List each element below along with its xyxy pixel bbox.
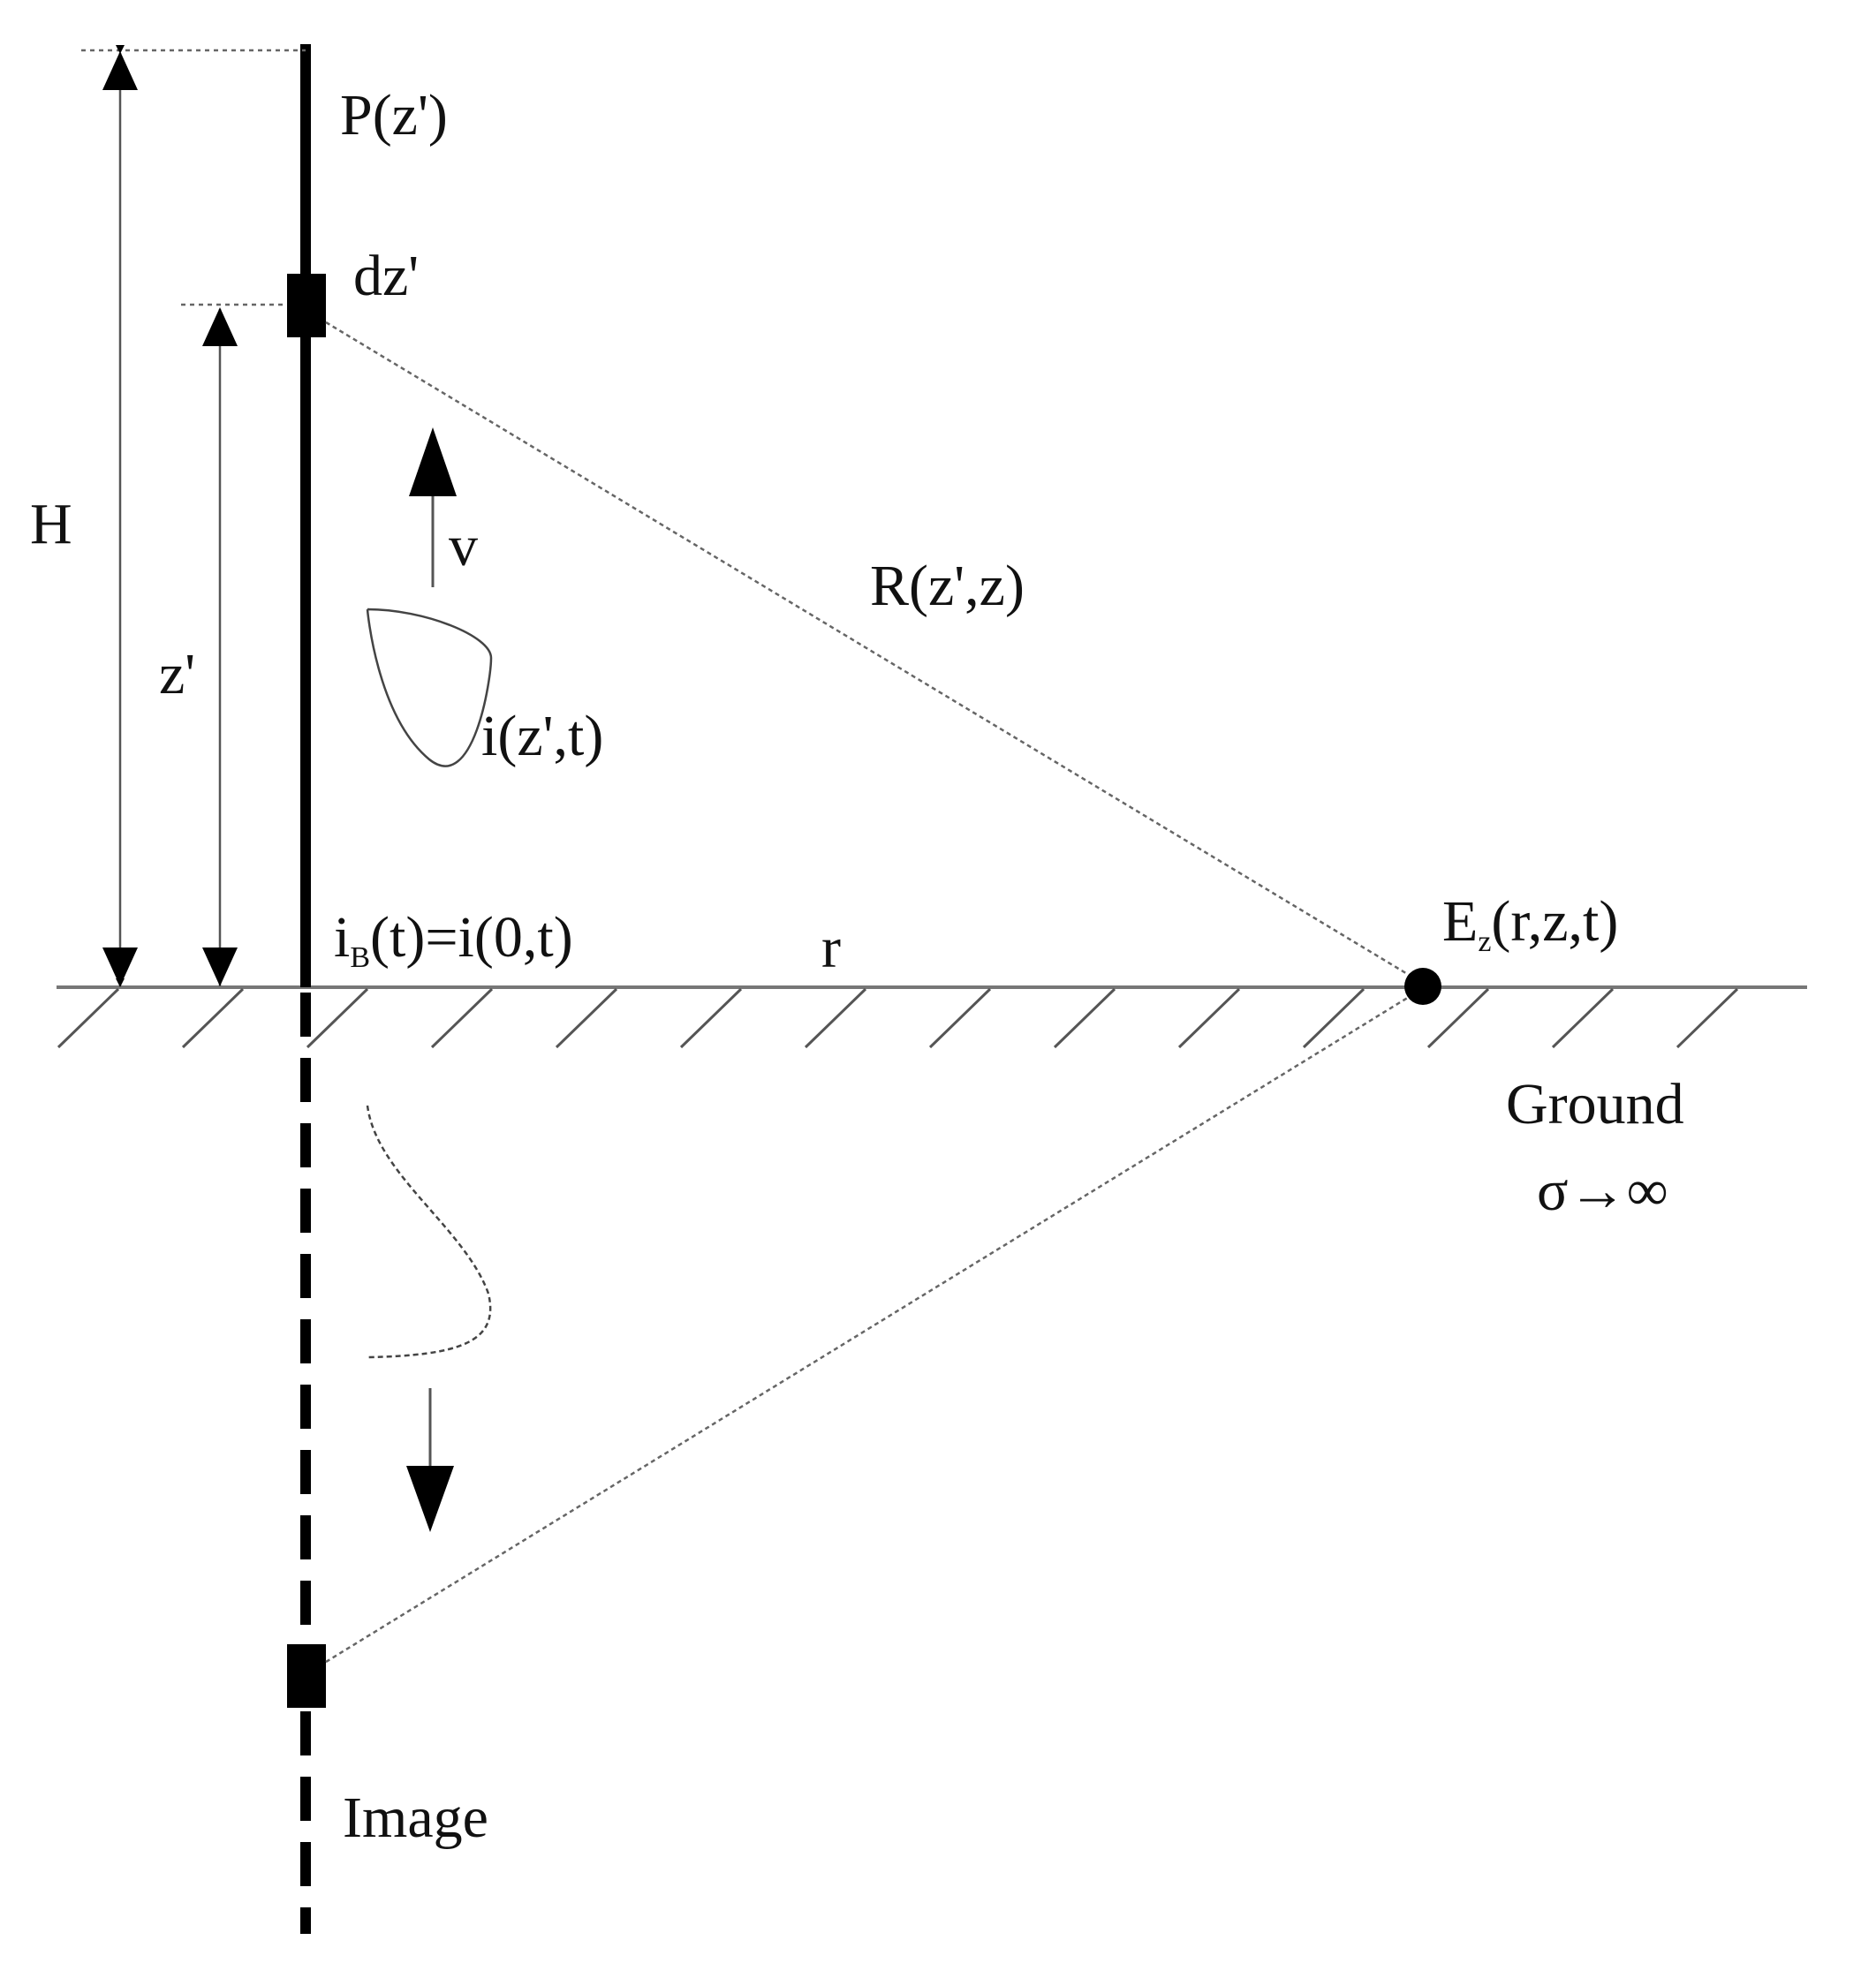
label-current: i(z',t) xyxy=(481,704,603,768)
element-height-arrow-head-top xyxy=(202,307,238,346)
label-image: Image xyxy=(343,1786,488,1850)
label-conductivity: σ→∞ xyxy=(1537,1159,1668,1223)
label-velocity: v xyxy=(449,514,478,578)
current-waveform xyxy=(366,608,493,767)
current-element-dz xyxy=(287,274,326,337)
label-channel-top: P(z') xyxy=(340,83,448,147)
height-arrow-head-top xyxy=(102,51,138,90)
field-point xyxy=(1404,968,1441,1005)
ground-hatching xyxy=(57,987,1739,1049)
label-element: dz' xyxy=(353,244,419,308)
image-current-waveform xyxy=(366,1105,492,1359)
label-element-height: z' xyxy=(159,642,195,706)
label-ground: Ground xyxy=(1506,1072,1684,1136)
label-radial-distance: r xyxy=(821,916,841,980)
distance-line-R xyxy=(325,321,1423,985)
label-distance-R: R(z',z) xyxy=(870,554,1025,618)
velocity-arrow-head xyxy=(409,427,457,496)
label-base-current: iB(t)=i(0,t) xyxy=(334,905,573,974)
image-current-element xyxy=(287,1644,326,1708)
label-height: H xyxy=(30,492,72,556)
image-velocity-arrow-head xyxy=(406,1466,454,1532)
label-field: Ez(r,z,t) xyxy=(1442,889,1618,958)
element-height-arrow-head-bottom xyxy=(202,948,238,986)
image-distance-line xyxy=(325,993,1414,1664)
height-arrow-head-bottom xyxy=(102,948,138,986)
